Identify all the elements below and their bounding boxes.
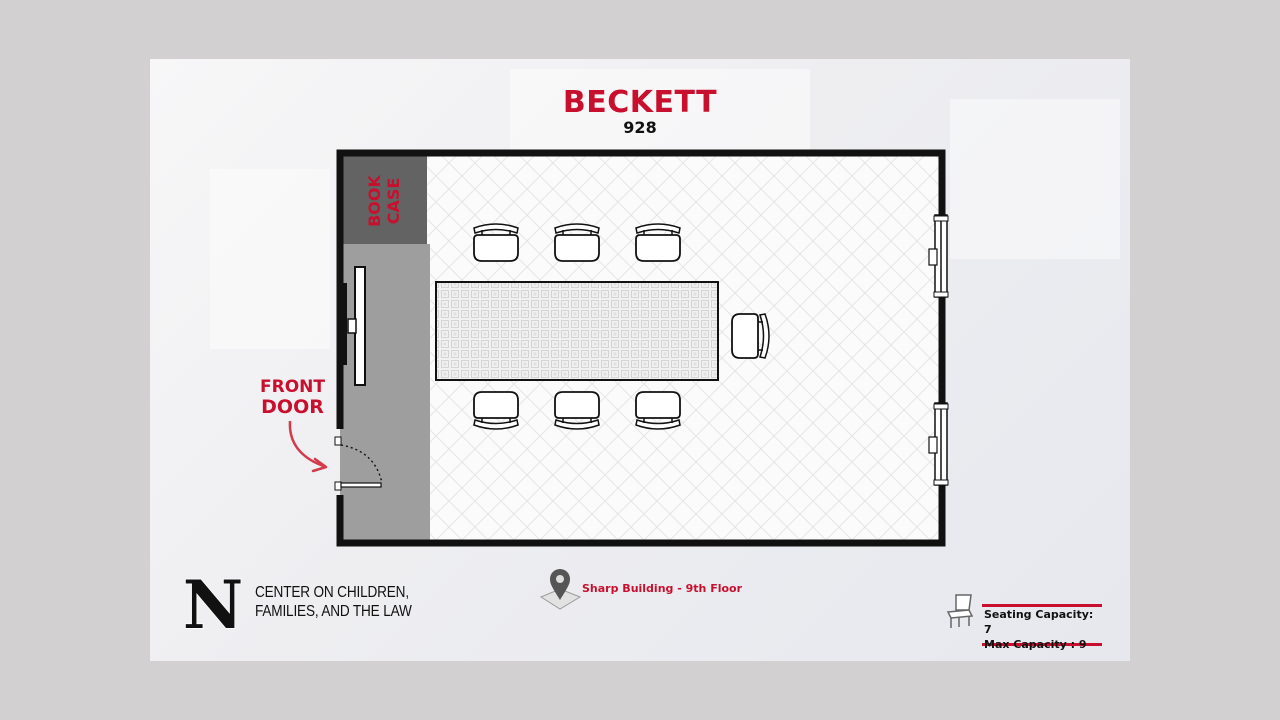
front-door-label-line2: DOOR (261, 396, 324, 418)
organization-name: CENTER ON CHILDREN, FAMILIES, AND THE LA… (255, 583, 412, 621)
background-panel (210, 169, 330, 349)
max-capacity: Max Capacity : 9 (984, 638, 1087, 651)
front-door-label: FRONT DOOR (250, 377, 335, 417)
seating-capacity: Seating Capacity: 7 (984, 608, 1094, 636)
map-pin-icon (539, 569, 582, 610)
organization-name-line2: FAMILIES, AND THE LAW (255, 603, 412, 620)
bookcase-label-line2: CASE (384, 178, 403, 225)
chair (731, 313, 770, 359)
chair (554, 391, 600, 430)
background-panel (950, 99, 1120, 259)
front-door-arrow (288, 420, 327, 469)
conference-table (435, 281, 719, 381)
background-panel (510, 69, 810, 159)
bookcase-label-line1: BOOK (365, 175, 384, 227)
door-swing (340, 444, 383, 484)
logo-letter: N (183, 574, 243, 634)
window-right-lower (928, 402, 949, 486)
chair (635, 391, 681, 430)
organization-name-line1: CENTER ON CHILDREN, (255, 584, 409, 601)
room-number: 928 (623, 118, 657, 137)
chair (554, 223, 600, 262)
window-right-upper (928, 214, 949, 298)
wall-display (337, 283, 347, 365)
bookcase (340, 153, 427, 244)
side-area (340, 244, 430, 543)
chair-icon (946, 594, 974, 628)
floor-plan-slide: BECKETT 928 BOOK CASE (150, 59, 1130, 661)
room-wall (336, 149, 946, 547)
location-text: Sharp Building - 9th Floor (582, 582, 743, 595)
chair (473, 223, 519, 262)
chair (635, 223, 681, 262)
nebraska-n-logo: N (183, 574, 243, 634)
door-leaf (340, 482, 382, 488)
room-name: BECKETT (562, 85, 718, 120)
front-door-label-line1: FRONT (260, 377, 325, 397)
capacity-box: Seating Capacity: 7 Max Capacity : 9 (982, 604, 1102, 651)
room-floor-plan: BOOK CASE (288, 149, 949, 547)
chair (473, 391, 519, 430)
